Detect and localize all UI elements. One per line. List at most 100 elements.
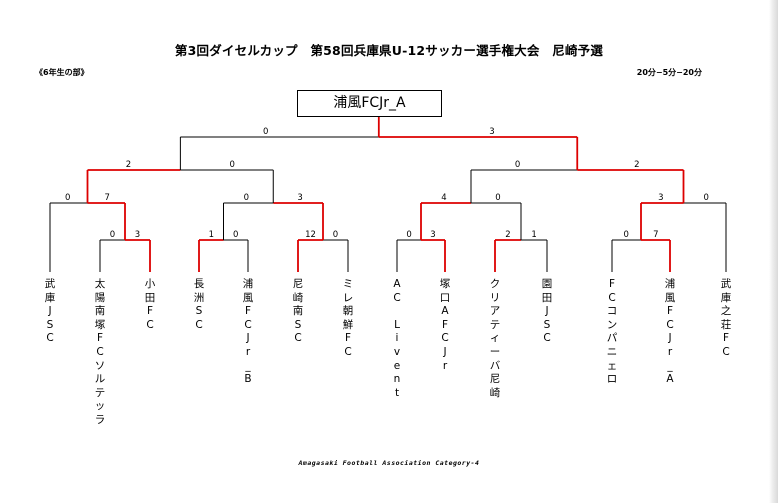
team-name-char: ソ [94,359,106,372]
team-name-char: C [195,318,203,331]
r1-match-1-score-left: 0 [110,230,115,240]
team-name-char: テ [489,318,501,331]
team-name-char: S [543,318,551,331]
team-name-char: F [441,318,449,331]
team-name-char: パ [606,332,618,345]
team-name-char: t [394,386,400,399]
team-name-char: r [245,345,251,358]
team-name-char: 崎 [292,291,304,304]
team-name-char: テ [94,386,106,399]
team-name-char: J [48,305,52,318]
semifinal-2-score-left: 0 [515,160,520,170]
team-name-char: B [244,373,252,386]
r2-match-4-score-right: 0 [703,193,708,203]
team-name-char: 庫 [720,291,732,304]
r1-match-1-score-right: 3 [135,230,140,240]
team-name-char: 崎 [489,386,501,399]
final-match-score-right: 3 [489,127,494,137]
team-name-char: n [393,373,401,386]
r1-match-2-score-left: 1 [209,230,214,240]
team-name-char: コ [606,305,618,318]
team-name-char: 田 [541,291,553,304]
team-name-char: A [666,373,674,386]
team-name-char: F [608,278,616,290]
team-name-char: F [344,332,352,345]
team-name-char: J [246,332,250,345]
team-name-char: A [393,278,401,290]
team-name-char: ミ [342,278,354,290]
team-name-char: 浦 [242,278,254,290]
team-name-char: F [96,332,104,345]
team-name-char: ン [606,318,618,331]
team-name-char: 塚 [439,278,451,290]
team-name-char: r [667,345,673,358]
champion-box: 浦風FCJr_A [297,90,442,117]
team-name-char: リ [489,291,501,304]
team-name-char: バ [489,359,501,372]
team-name-char: 庫 [44,291,56,304]
team-name-char: 南 [94,305,106,318]
team-name-char: 南 [292,305,304,318]
r1-match-5-score-left: 2 [505,230,510,240]
team-name-char: J [668,332,672,345]
team-name-char: C [294,332,302,345]
team-name-char: 尼 [292,278,304,290]
r1-match-2-score-right: 0 [233,230,238,240]
footer-text: Amagasaki Football Association Category-… [298,459,480,467]
team-name-char: C [722,345,730,358]
team-name-char: 田 [144,291,156,304]
team-name-10: クリアティーバ尼崎 [487,278,503,400]
team-name-char: C [441,332,449,345]
team-name-char: v [393,345,401,358]
team-name-char: 武 [720,278,732,290]
r2-match-4-score-left: 3 [658,193,663,203]
team-name-char: 洲 [193,291,205,304]
team-name-char: C [96,345,104,358]
team-name-char: C [543,332,551,345]
team-name-char: ッ [94,400,106,413]
team-name-char: 浦 [664,278,676,290]
team-name-char: 園 [541,278,553,290]
team-name-char: C [244,318,252,331]
r2-match-3-score-right: 0 [495,193,500,203]
match-time-label: 20分−5分−20分 [636,68,702,77]
team-name-char: レ [342,291,354,304]
team-name-char: ル [94,373,106,386]
team-name-char: 武 [44,278,56,290]
r1-match-3-score-right: 0 [333,230,338,240]
r1-match-5-score-right: 1 [531,230,536,240]
team-name-char: L [394,318,400,331]
team-name-char: S [294,318,302,331]
division-label: 《6年生の部》 [35,68,89,77]
team-name-char: 口 [439,291,451,304]
team-name-char: ィ [489,332,501,345]
team-name-char: 風 [664,291,676,304]
team-name-char: F [244,305,252,318]
team-name-char: S [46,318,54,331]
team-name-char: ク [489,278,501,290]
team-name-char: F [666,305,674,318]
team-name-char: F [722,332,730,345]
team-name-char: C [146,318,154,331]
team-name-char: _ [667,359,673,372]
team-name-char: J [443,345,447,358]
team-name-char: 之 [720,305,732,318]
team-name-char: F [146,305,154,318]
team-name-char: C [46,332,54,345]
team-name-char: ロ [606,373,618,386]
team-name-char: J [545,305,549,318]
team-name-char: 陽 [94,291,106,304]
team-name-char: 太 [94,278,106,290]
